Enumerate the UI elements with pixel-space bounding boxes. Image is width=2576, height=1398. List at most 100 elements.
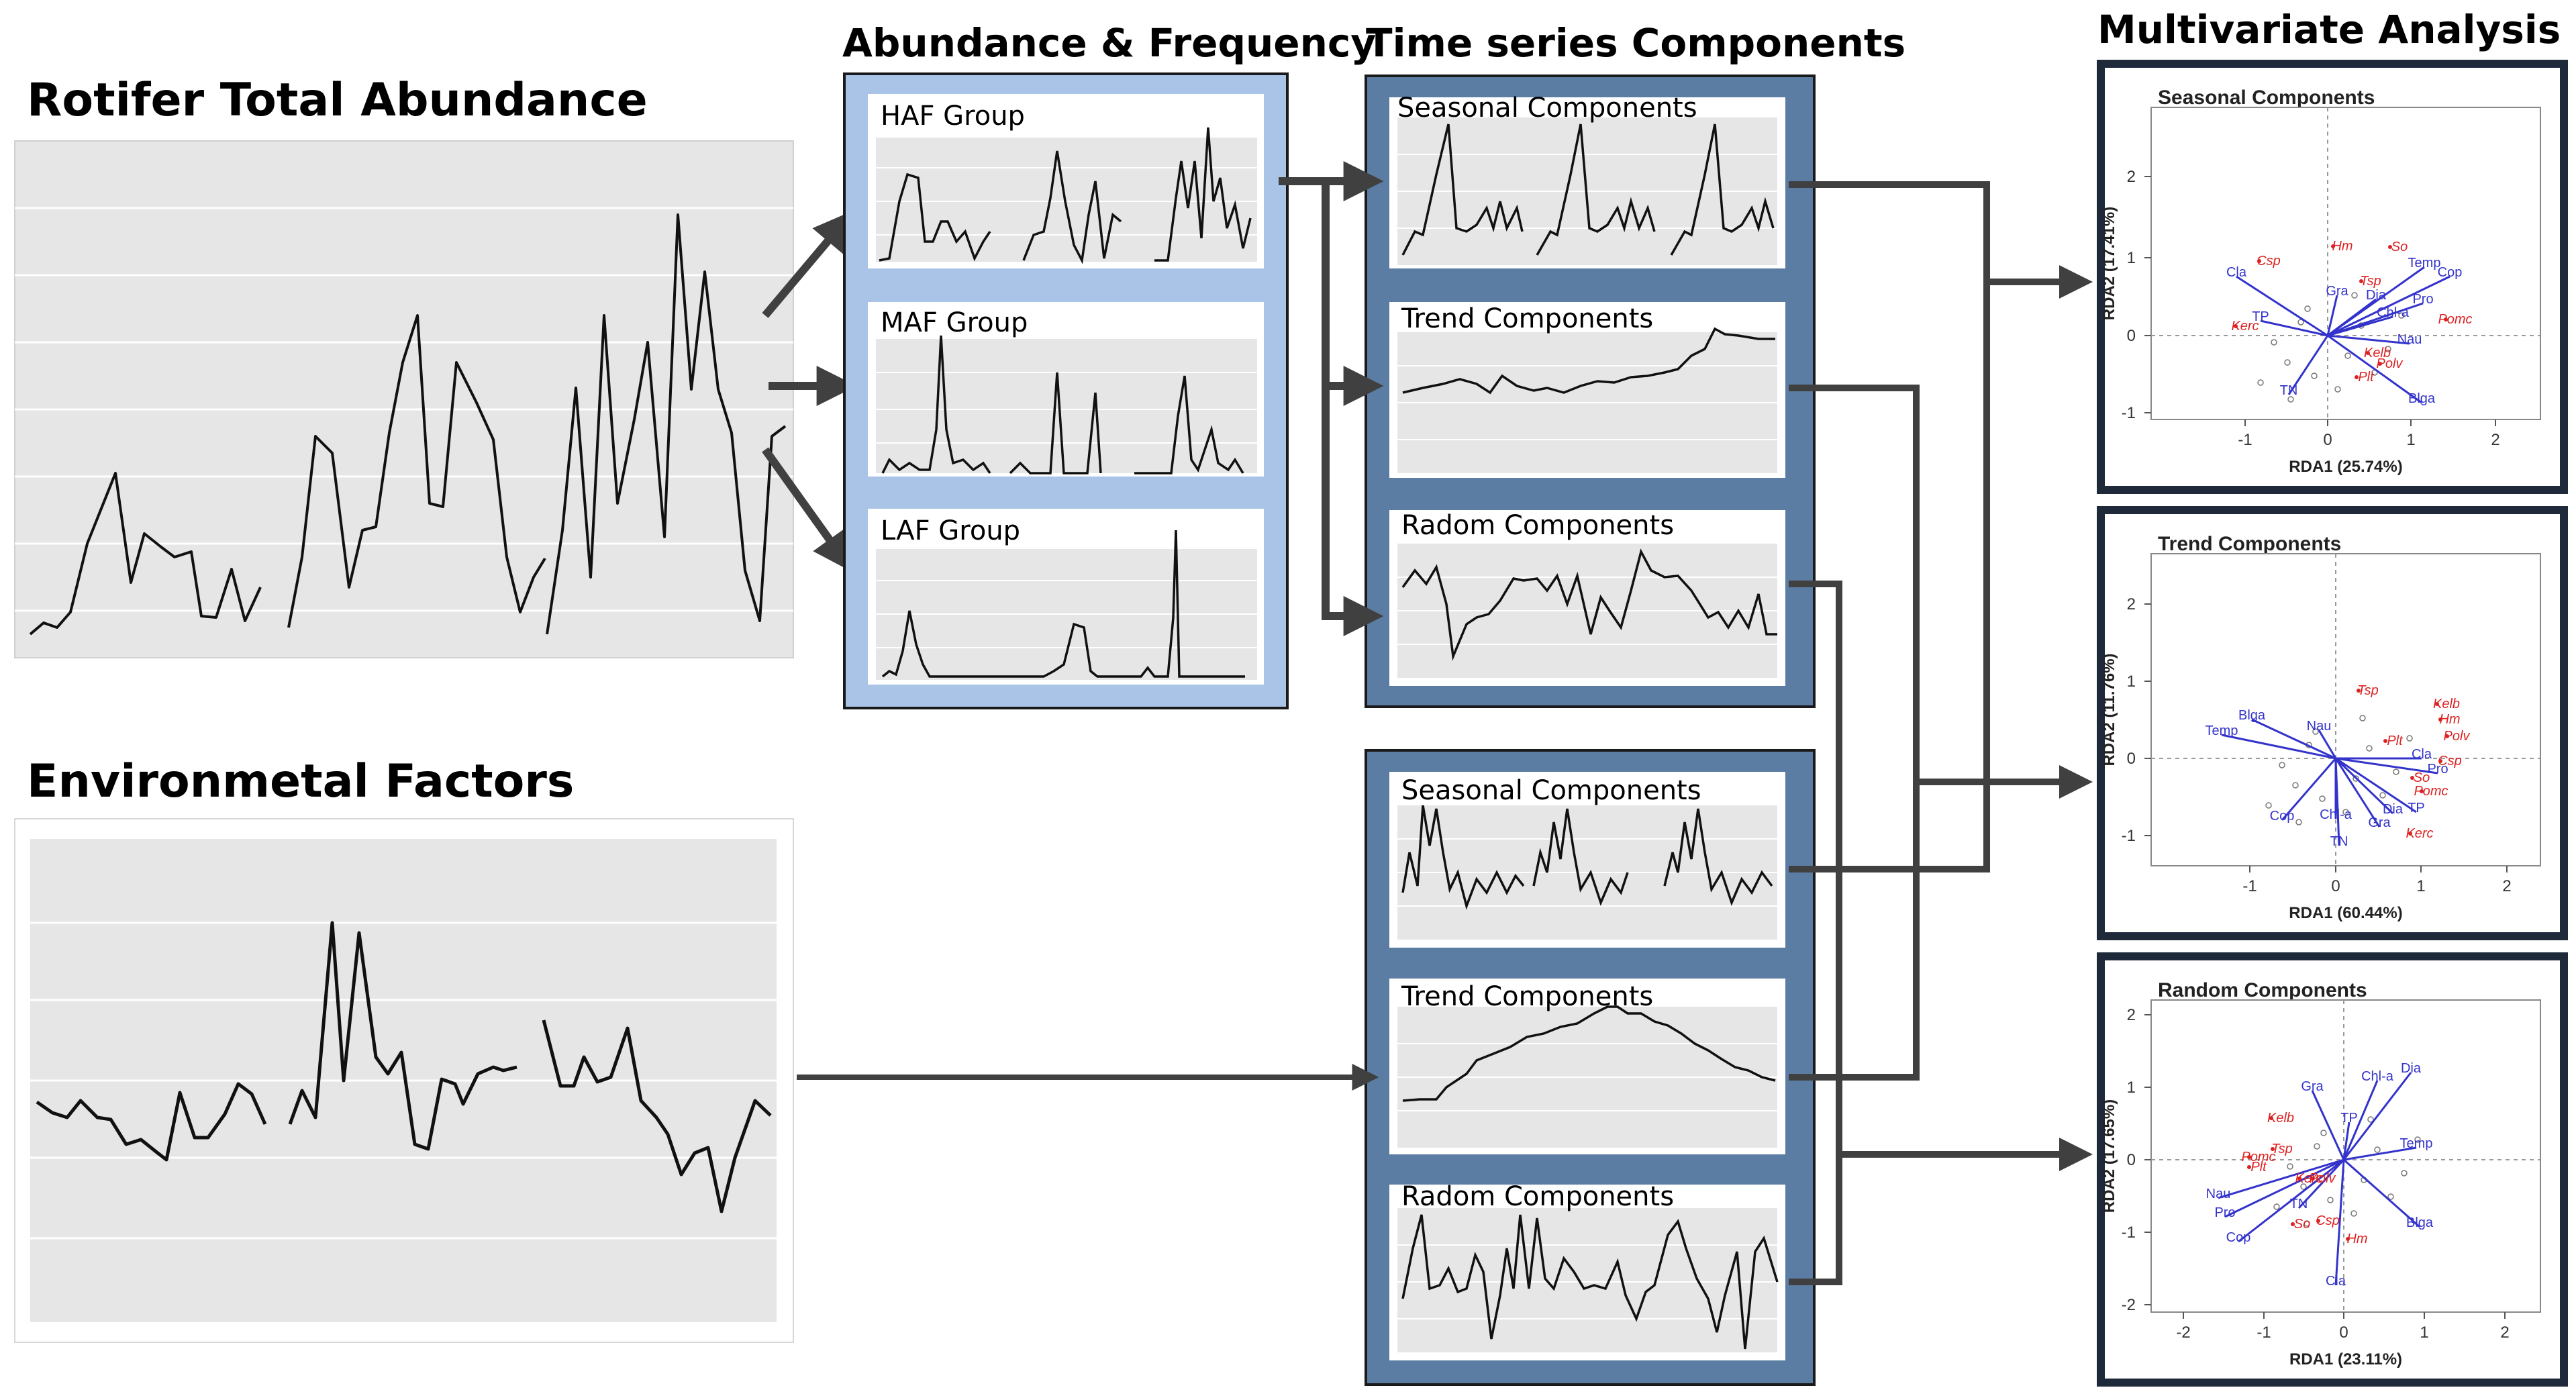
- environmental-time-series-box: [1365, 749, 1816, 1386]
- env-trend-label: Trend Components: [1401, 981, 1654, 1012]
- rda-env-vector: [2334, 757, 2394, 815]
- rda-ytick-label: 1: [2127, 1079, 2136, 1097]
- rda-env-label: Nau: [2307, 719, 2332, 734]
- rda-ytick-label: 0: [2127, 750, 2136, 768]
- rda-xtick-label: -1: [2257, 1324, 2271, 1342]
- rda-species-label: Csp: [2316, 1213, 2340, 1228]
- rda-env-label: Blga: [2238, 708, 2266, 723]
- rda-env-label: Chl-a: [2320, 807, 2352, 822]
- rda-site-point: [2379, 792, 2386, 799]
- rda-site-point: [2414, 1136, 2421, 1143]
- rda-title: Seasonal Components: [2158, 87, 2375, 109]
- environmental-factors-plot: [14, 818, 794, 1343]
- rda-yaxis-label: RDA2 (17.41%): [2100, 207, 2118, 320]
- rda-ytick-label: -1: [2122, 404, 2136, 422]
- rotifer-to-groups-arrows: [762, 210, 857, 572]
- rda-species-label: Polv: [2310, 1171, 2336, 1186]
- rda-xtick-label: 1: [2406, 431, 2415, 449]
- rda-ytick-label: -2: [2122, 1296, 2136, 1314]
- rda-species-label: Plt: [2387, 734, 2404, 748]
- time-series-heading: Time series Components: [1366, 20, 1906, 66]
- rda-species-label: Polv: [2377, 356, 2404, 371]
- rda-species-point: [2271, 1147, 2275, 1151]
- rda-env-label: TN: [2280, 383, 2298, 398]
- rda-xtick-label: 0: [2339, 1324, 2348, 1342]
- abundance-frequency-box: [843, 72, 1289, 709]
- rda-env-vector: [2326, 295, 2338, 336]
- rda-site-point: [2304, 305, 2311, 312]
- rda-env-label: Cla: [2412, 747, 2432, 762]
- rda-env-vector: [2218, 1158, 2344, 1199]
- rda-site-point: [2271, 339, 2277, 346]
- rda-species-label: Pomc: [2414, 784, 2448, 799]
- rda-xtick-label: -1: [2242, 877, 2257, 895]
- rda-plot-border: [2150, 553, 2541, 866]
- rda-site-point: [2300, 1183, 2307, 1190]
- rda-env-label: Pro: [2412, 292, 2433, 307]
- rda-env-label: Pro: [2214, 1205, 2235, 1220]
- rda-species-point: [2311, 1177, 2315, 1181]
- rda-site-point: [2284, 359, 2291, 366]
- rda-xtick-label: 1: [2416, 877, 2425, 895]
- rda-env-vector: [2334, 758, 2340, 846]
- rda-site-point: [2387, 1193, 2394, 1200]
- rda-species-point: [2247, 1165, 2251, 1169]
- rda-species-point: [2357, 689, 2361, 693]
- rda-species-label: Pomc: [2241, 1150, 2275, 1164]
- rda-env-label: Cop: [2270, 809, 2295, 823]
- rda-env-label: Cop: [2226, 1230, 2251, 1245]
- rda-env-label: Temp: [2400, 1136, 2433, 1151]
- rda-env-vector: [2334, 1159, 2345, 1286]
- rda-xtick-label: 2: [2491, 431, 2499, 449]
- rda-species-point: [2438, 759, 2442, 763]
- rotifer-trend-label: Trend Components: [1401, 303, 1654, 334]
- rda-species-point: [2435, 702, 2439, 706]
- rda-species-label: Kelb: [2364, 346, 2391, 360]
- haf-group-label: HAF Group: [881, 101, 1025, 132]
- rda-env-vector: [2335, 757, 2417, 813]
- rda-species-point: [2359, 279, 2363, 283]
- rda-env-vector: [2342, 1121, 2350, 1160]
- rotifer-abundance-plot: [14, 140, 794, 658]
- components-to-rda-connectors: [1789, 181, 2093, 1285]
- rda-species-point: [2269, 1116, 2273, 1120]
- rda-species-point: [2420, 789, 2424, 793]
- rda-site-point: [2367, 1116, 2374, 1123]
- rda-xtick-label: 2: [2502, 877, 2511, 895]
- rda-env-label: Dia: [2401, 1061, 2422, 1076]
- rda-species-point: [2234, 324, 2238, 328]
- rda-species-label: Tsp: [2271, 1142, 2293, 1156]
- rda-species-point: [2445, 734, 2449, 738]
- rda-species-point: [2438, 717, 2442, 721]
- rda-env-label: Dia: [2383, 802, 2404, 817]
- rda-env-vector: [2327, 302, 2424, 337]
- rda-env-vector: [2342, 1072, 2412, 1160]
- laf-group-label: LAF Group: [881, 515, 1021, 546]
- rda-env-label: Blga: [2406, 1215, 2434, 1230]
- rda-site-point: [2344, 352, 2351, 359]
- rda-env-vector: [2343, 1158, 2420, 1228]
- rda-species-label: So: [2294, 1217, 2310, 1232]
- rotifer-random-label: Radom Components: [1401, 510, 1675, 541]
- rda-species-point: [2355, 375, 2359, 379]
- rda-env-label: TN: [2330, 834, 2348, 849]
- maf-group-label: MAF Group: [881, 307, 1028, 338]
- rda-species-label: Csp: [2257, 254, 2281, 268]
- rda-ytick-label: 0: [2127, 327, 2136, 345]
- rda-site-point: [2398, 312, 2405, 319]
- rda-site-point: [2334, 386, 2341, 393]
- rda-env-label: TP: [2408, 801, 2425, 815]
- rda-env-label: Nau: [2397, 332, 2422, 347]
- rda-species-label: Tsp: [2360, 274, 2381, 289]
- rda-site-point: [2406, 735, 2413, 742]
- rda-ytick-label: 0: [2127, 1151, 2136, 1169]
- rda-species-point: [2331, 244, 2335, 248]
- rda-site-point: [2297, 319, 2304, 326]
- rda-site-point: [2351, 292, 2358, 299]
- rda-env-label: Cop: [2438, 265, 2463, 280]
- rda-site-point: [2287, 396, 2294, 403]
- rda-site-point: [2303, 1220, 2310, 1227]
- multivariate-heading: Multivariate Analysis: [2097, 7, 2561, 52]
- rda-xaxis-label: RDA1 (23.11%): [2289, 1350, 2402, 1368]
- rda-site-point: [2393, 768, 2399, 775]
